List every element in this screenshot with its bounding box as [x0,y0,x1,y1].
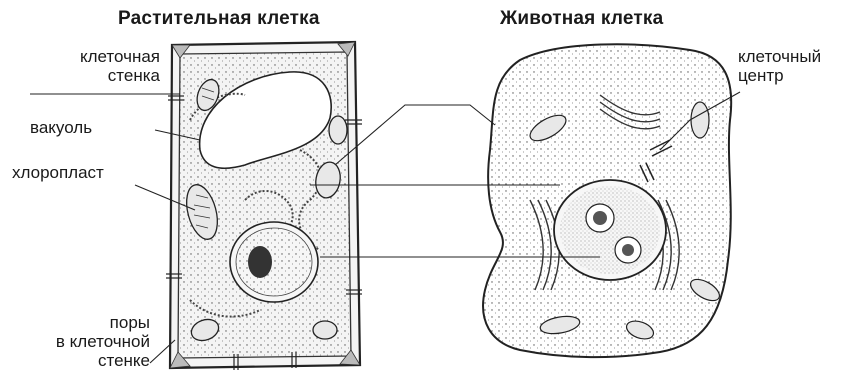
animal-nucleus [554,180,666,280]
plant-cell [166,42,362,370]
plant-nucleus [230,222,318,302]
animal-cell [483,44,731,357]
